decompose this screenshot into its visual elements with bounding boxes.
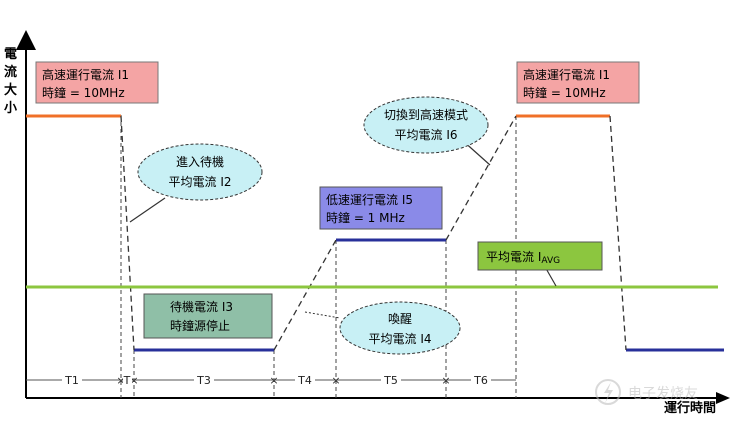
clock-label: 時鐘 = 10MHz xyxy=(523,85,606,100)
bubble-label: 喚醒 xyxy=(388,312,412,326)
period-label-t5: T5 xyxy=(383,374,398,387)
y-axis-label-char: 小 xyxy=(4,101,17,116)
watermark-logo-icon xyxy=(595,379,621,405)
y-axis-label-char: 流 xyxy=(4,64,17,80)
watermark-bolt-icon xyxy=(604,382,613,403)
wake-bubble xyxy=(339,301,461,355)
standby-label: 待機電流 I3 xyxy=(170,299,233,314)
period-label-t1: T1 xyxy=(64,374,79,387)
period-marker: × xyxy=(441,374,450,387)
x-axis-arrow-icon xyxy=(716,392,730,404)
clock-label: 時鐘 = 10MHz xyxy=(42,85,125,100)
standby-clock-label: 時鐘源停止 xyxy=(170,318,230,333)
average-current-label: 平均電流 IAVG xyxy=(486,250,560,266)
bubble-label: 平均電流 I2 xyxy=(169,175,232,189)
y-axis-label-char: 電 xyxy=(4,47,17,62)
bubble-label: 平均電流 I6 xyxy=(395,128,458,142)
period-label-t3: T3 xyxy=(196,374,211,387)
high-current-box-left xyxy=(35,61,159,104)
callout-line xyxy=(304,311,341,319)
low-speed-box xyxy=(319,186,443,230)
period-label-t2: T xyxy=(123,374,131,387)
average-current-sub: AVG xyxy=(541,256,560,266)
transition-line xyxy=(273,239,337,351)
standby-box xyxy=(143,293,273,339)
average-current-main: 平均電流 I xyxy=(486,250,541,264)
watermark: 电子发烧友 xyxy=(595,379,698,405)
period-marker: × xyxy=(129,374,138,387)
bubble-label: 平均電流 I4 xyxy=(369,332,432,346)
high-current-label: 高速運行電流 I1 xyxy=(42,67,129,82)
period-marker: × xyxy=(116,374,125,387)
period-label-t6: T6 xyxy=(473,374,488,387)
high-current-label: 高速運行電流 I1 xyxy=(523,67,610,82)
x-axis-label: 運行時間 xyxy=(664,400,716,416)
y-axis-label-char: 大 xyxy=(4,82,17,98)
transition-line xyxy=(609,115,627,351)
bubble-label: 切換到高速模式 xyxy=(384,107,468,122)
bubble-label: 進入待機 xyxy=(176,154,224,169)
average-current-box xyxy=(477,241,603,271)
period-marker: × xyxy=(269,374,278,387)
period-label-t4: T4 xyxy=(297,374,312,387)
clock-label: 時鐘 = 1 MHz xyxy=(326,210,405,225)
switch-high-bubble xyxy=(363,96,489,154)
watermark-text: 电子发烧友 xyxy=(628,386,698,402)
low-speed-label: 低速運行電流 I5 xyxy=(326,193,413,207)
high-current-box-right xyxy=(516,61,640,104)
transition-line xyxy=(445,115,517,241)
period-marker: × xyxy=(331,374,340,387)
callout-line xyxy=(129,197,166,223)
transition-line xyxy=(120,115,135,351)
enter-standby-bubble xyxy=(137,143,263,201)
